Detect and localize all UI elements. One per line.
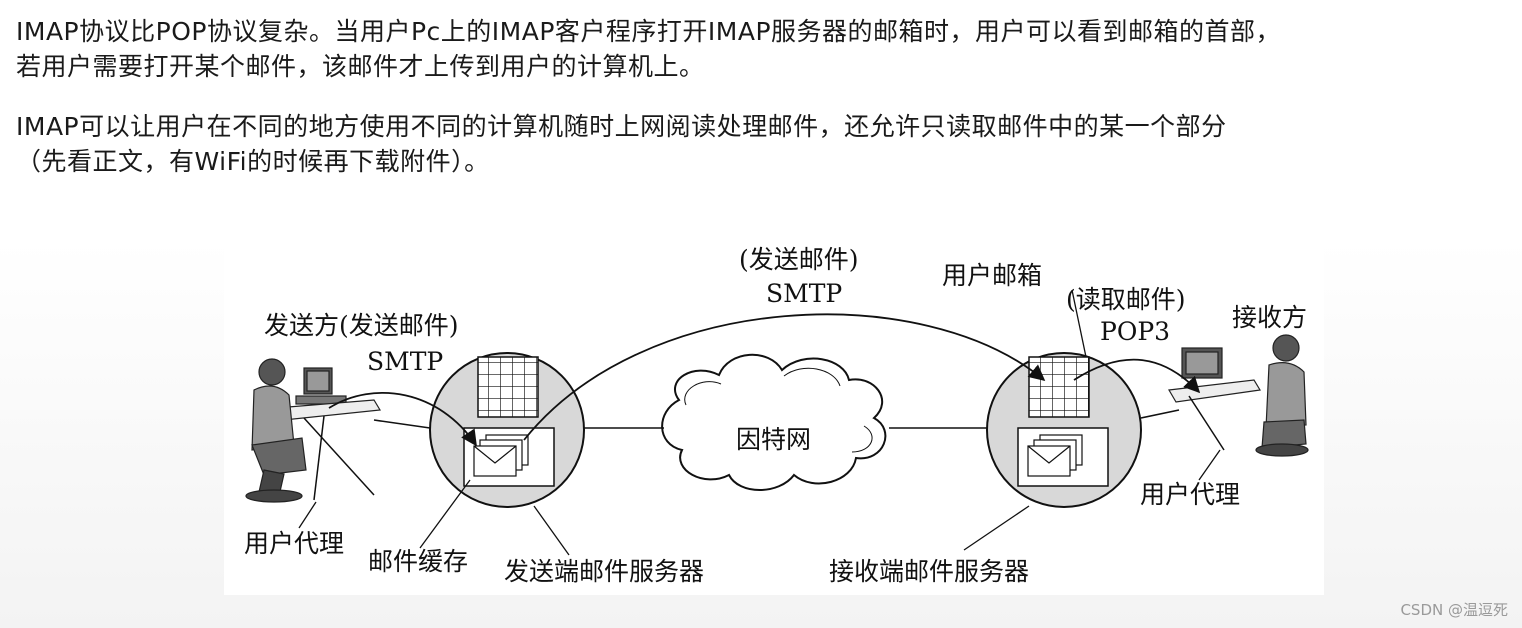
sender-agent-label: 用户代理 xyxy=(244,529,344,558)
receiver-agent-label: 用户代理 xyxy=(1140,480,1240,509)
smtp-transfer-arrow xyxy=(523,313,1046,441)
internet-label: 因特网 xyxy=(736,425,811,454)
paragraph-line: （先看正文，有WiFi的时候再下载附件）。 xyxy=(16,147,490,176)
read-label: (读取邮件) xyxy=(1066,285,1186,314)
arc-label: (发送邮件) xyxy=(739,245,859,274)
watermark: CSDN @温逗死 xyxy=(1400,601,1508,619)
email-flow-diagram: 发送方(发送邮件) SMTP (发送邮件) SMTP 用户邮箱 (读取邮件) P… xyxy=(224,230,1324,595)
flow-arrows xyxy=(328,313,1201,447)
label-leader-lines xyxy=(298,289,1221,556)
mail-cache-envelope-icon xyxy=(473,434,529,477)
mailbox-envelope-icon xyxy=(1027,434,1083,477)
pop3-read-arrow xyxy=(1073,358,1201,394)
submit-arrow xyxy=(328,391,477,447)
receiver-computer-icon xyxy=(1168,334,1309,457)
send-mail-server xyxy=(429,352,585,508)
paragraph-line: IMAP可以让用户在不同的地方使用不同的计算机随时上网阅读处理邮件，还允许只读取… xyxy=(16,112,1227,141)
receive-mail-server xyxy=(986,352,1142,508)
mailbox-label: 用户邮箱 xyxy=(942,261,1042,290)
sender-computer-icon xyxy=(245,358,381,503)
send-server-label: 发送端邮件服务器 xyxy=(504,557,704,586)
paragraph-line: IMAP协议比POP协议复杂。当用户Pc上的IMAP客户程序打开IMAP服务器的… xyxy=(16,17,1282,46)
connection-lines xyxy=(373,409,1180,429)
mail-cache-label: 邮件缓存 xyxy=(368,547,468,576)
receiver-label: 接收方 xyxy=(1232,303,1307,332)
arc-protocol-label: SMTP xyxy=(766,279,842,308)
sender-label: 发送方(发送邮件) xyxy=(264,311,459,340)
internet-cloud-icon xyxy=(661,353,887,491)
sender-protocol-label: SMTP xyxy=(367,347,443,376)
recv-server-label: 接收端邮件服务器 xyxy=(829,557,1029,586)
intro-paragraph-2: IMAP可以让用户在不同的地方使用不同的计算机随时上网阅读处理邮件，还允许只读取… xyxy=(16,109,1506,179)
read-protocol-label: POP3 xyxy=(1100,317,1170,346)
paragraph-line: 若用户需要打开某个邮件，该邮件才上传到用户的计算机上。 xyxy=(16,52,705,81)
intro-paragraph-1: IMAP协议比POP协议复杂。当用户Pc上的IMAP客户程序打开IMAP服务器的… xyxy=(16,14,1506,84)
